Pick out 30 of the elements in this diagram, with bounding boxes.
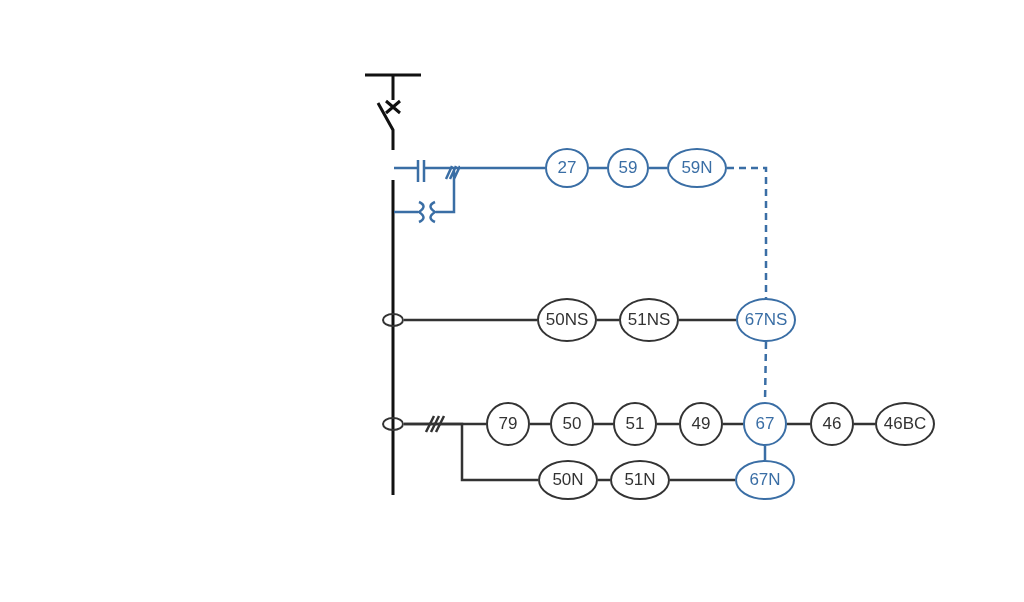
protection-function-circle: 79 [486, 402, 530, 446]
protection-function-circle: 50 [550, 402, 594, 446]
protection-function-circle: 67 [743, 402, 787, 446]
connection-line [723, 422, 743, 426]
protection-function-circle: 50N [538, 460, 598, 500]
connection-line [597, 318, 619, 322]
current-transformer-ring [382, 417, 404, 431]
protection-function-circle: 67N [735, 460, 795, 500]
connection-line [404, 318, 537, 322]
protection-function-circle: 50NS [537, 298, 597, 342]
protection-function-circle: 46BC [875, 402, 935, 446]
dashed-connection-line [727, 166, 768, 298]
protection-function-circle: 59 [607, 148, 649, 188]
connection-line [679, 318, 736, 322]
connection-line [460, 166, 545, 170]
current-transformer-ring [382, 313, 404, 327]
protection-function-circle: 49 [679, 402, 723, 446]
connection-line [657, 422, 679, 426]
protection-function-circle: 51N [610, 460, 670, 500]
protection-function-circle: 51NS [619, 298, 679, 342]
protection-function-circle: 51 [613, 402, 657, 446]
connection-line [530, 422, 550, 426]
connection-line [854, 422, 875, 426]
connection-line [787, 422, 810, 426]
protection-function-circle: 27 [545, 148, 589, 188]
protection-function-circle: 67NS [736, 298, 796, 342]
protection-function-circle: 59N [667, 148, 727, 188]
connection-line [404, 422, 538, 482]
protection-function-circle: 46 [810, 402, 854, 446]
connection-line [594, 422, 613, 426]
